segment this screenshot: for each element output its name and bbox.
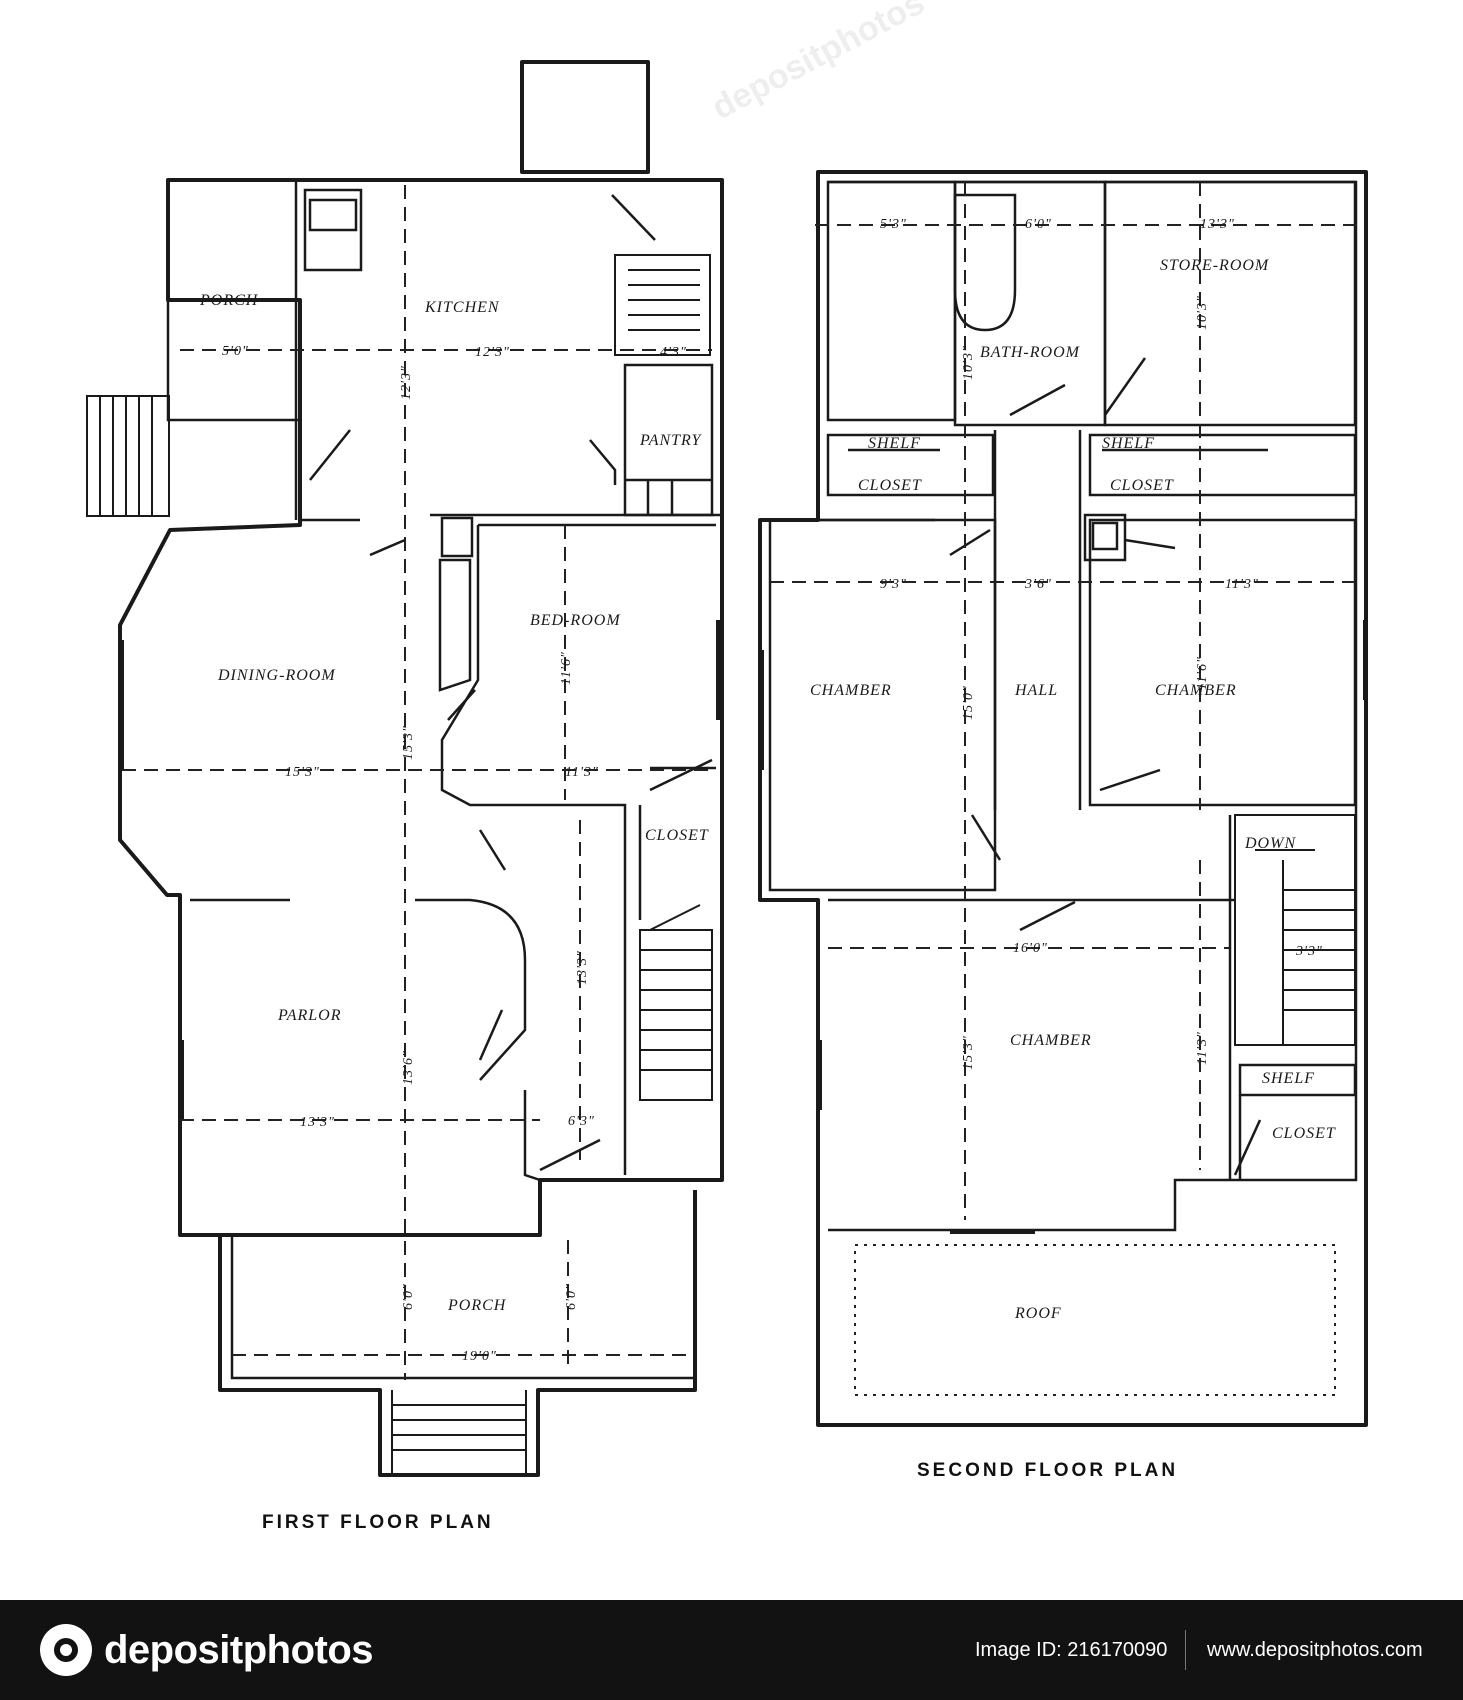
dim-pantry-w: 4'3" — [660, 345, 687, 360]
label-closet-l: CLOSET — [858, 477, 922, 494]
dim-main-d2: 11'3" — [1195, 1031, 1210, 1065]
dim-bedroom-w: 11'3" — [565, 765, 599, 780]
dim-store-w: 13'3" — [1200, 217, 1235, 232]
dim-store-d: 10'3" — [1195, 295, 1210, 330]
label-chamber-l: CHAMBER — [810, 682, 892, 699]
front-stair — [639, 904, 713, 1101]
second-floor-stair — [1234, 814, 1356, 1046]
label-pantry: PANTRY — [639, 432, 703, 449]
dim-hall-w: 3'6" — [1024, 577, 1052, 592]
label-dining: DINING-ROOM — [217, 667, 336, 684]
label-porch-back: PORCH — [199, 292, 259, 309]
label-down: DOWN — [1244, 835, 1296, 852]
dim-kitchen-d: 12'3" — [399, 365, 414, 400]
kitchen-stair — [614, 254, 711, 356]
dim-porch-front-d: 6'0" — [401, 1283, 416, 1310]
label-hall: HALL — [1014, 682, 1058, 699]
dim-bedroom-d: 11'6" — [559, 651, 574, 685]
label-closet-main: CLOSET — [1272, 1125, 1336, 1142]
back-porch-steps — [86, 395, 170, 517]
dim-chamber-r-d: 11'6" — [1195, 656, 1210, 690]
dim-bath-d: 10'3" — [961, 345, 976, 380]
label-kitchen: KITCHEN — [424, 299, 500, 316]
dim-bath-w: 6'0" — [1025, 217, 1052, 232]
front-porch-steps — [391, 1390, 527, 1475]
dim-kitchen-w: 12'3" — [475, 345, 510, 360]
chimney — [520, 60, 650, 174]
label-store: STORE-ROOM — [1160, 257, 1270, 274]
dim-chamber-l-d: 15'0" — [961, 685, 976, 720]
label-closet-r: CLOSET — [1110, 477, 1174, 494]
first-floor-title: FIRST FLOOR PLAN — [262, 1512, 494, 1533]
roof-outline — [854, 1244, 1336, 1396]
dim-hall-w: 6'3" — [568, 1114, 595, 1129]
label-shelf-l: SHELF — [868, 435, 921, 452]
dim-dining-d: 15'3" — [401, 725, 416, 760]
depositphotos-logo-icon — [40, 1624, 92, 1676]
front-porch-wall — [218, 1190, 697, 1477]
dim-porch-back-w: 5'0" — [222, 344, 249, 359]
dim-stair-w: 3'3" — [1295, 944, 1323, 959]
dim-parlor-d: 13'6" — [401, 1050, 416, 1085]
label-closet: CLOSET — [645, 827, 709, 844]
dim-parlor-w: 13'3" — [300, 1115, 335, 1130]
footer-image-id: Image ID: 216170090 — [975, 1639, 1168, 1661]
dim-chamber-l-w: 9'3" — [880, 577, 907, 592]
second-floor-plan — [758, 170, 1368, 1427]
first-floor-plan — [86, 60, 724, 1477]
dim-porch-front-d2: 6'0" — [564, 1283, 579, 1310]
second-floor-title: SECOND FLOOR PLAN — [917, 1460, 1178, 1481]
dim-main-w: 16'0" — [1013, 941, 1048, 956]
footer-site-url: www.depositphotos.com — [1207, 1639, 1423, 1661]
label-shelf-r: SHELF — [1102, 435, 1155, 452]
label-roof: ROOF — [1014, 1305, 1062, 1322]
label-chamber-main: CHAMBER — [1010, 1032, 1092, 1049]
label-porch-front: PORCH — [447, 1297, 507, 1314]
label-chamber-r: CHAMBER — [1155, 682, 1237, 699]
dim-top-w1: 5'3" — [880, 217, 907, 232]
dim-dining-w: 15'3" — [285, 765, 320, 780]
dim-porch-front-w: 19'0" — [462, 1349, 497, 1364]
watermark: depositphotos — [706, 0, 931, 127]
label-shelf-main: SHELF — [1262, 1070, 1315, 1087]
footer-divider — [1185, 1630, 1186, 1670]
first-floor-outer-wall — [118, 178, 724, 1237]
dim-main-d: 15'3" — [961, 1035, 976, 1070]
stock-footer-bar: depositphotos Image ID: 216170090 www.de… — [0, 1600, 1463, 1700]
dim-chamber-r-w: 11'3" — [1225, 577, 1259, 592]
footer-brand: depositphotos — [104, 1628, 374, 1672]
label-parlor: PARLOR — [277, 1007, 341, 1024]
label-bath: BATH-ROOM — [980, 344, 1081, 361]
floor-plan-drawing: depositphotos — [86, 0, 1368, 1533]
dim-hall-d: 13'3" — [575, 950, 590, 985]
label-bedroom: BED-ROOM — [530, 612, 621, 629]
